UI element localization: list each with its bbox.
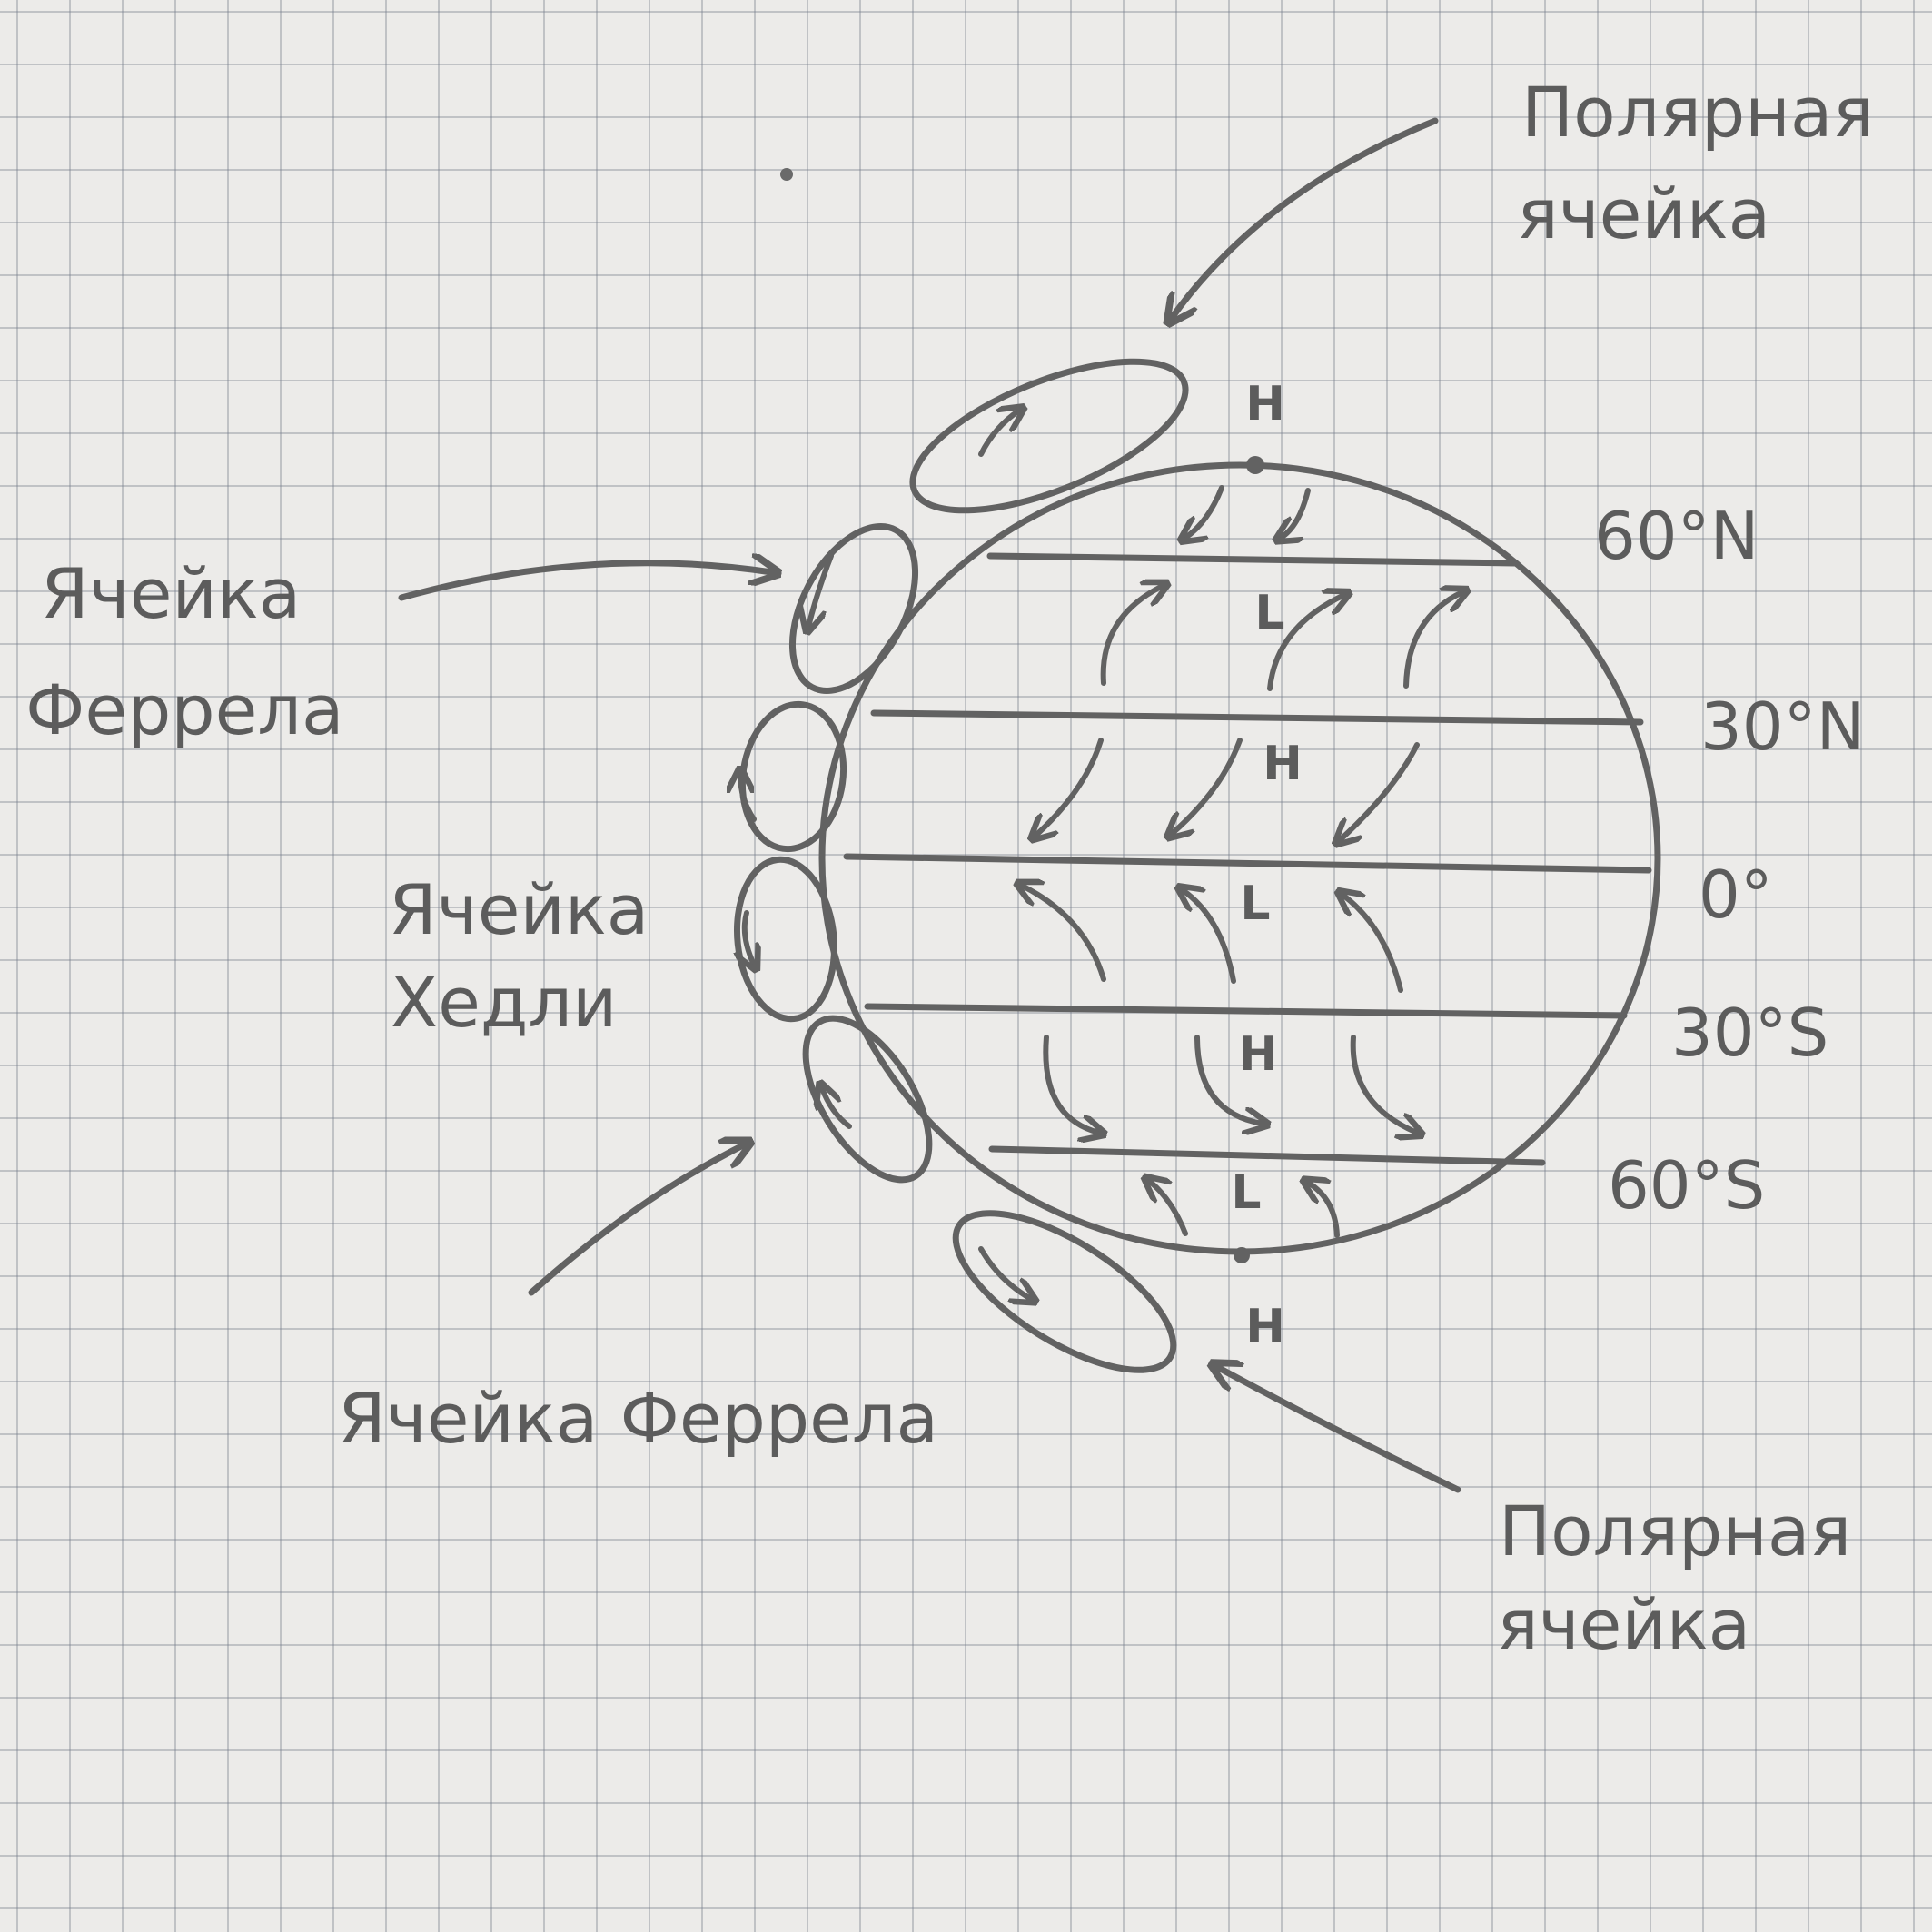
pointer-arrow-polar-south (1217, 1367, 1461, 1493)
latitude-line-30s (864, 1003, 1628, 1019)
pressure-sub-60n: L (1254, 586, 1284, 640)
label-polar-north-line1: Полярная (1521, 72, 1874, 153)
label-hadley-line1: Ячейка (389, 869, 649, 950)
wind-arrows (1022, 485, 1462, 1238)
wind-arrow (1342, 895, 1403, 993)
wind-arrow (1100, 586, 1163, 686)
wind-arrow (1149, 1181, 1188, 1236)
label-polar-north-line2: ячейка (1517, 173, 1770, 254)
latitude-line-30n (870, 709, 1644, 726)
pressure-equator: L (1240, 877, 1270, 931)
latitude-label-30s: 30°S (1671, 995, 1828, 1071)
label-hadley-line2: Хедли (391, 962, 617, 1043)
pointer-arrow-ferrel-south (528, 1144, 745, 1296)
wind-arrow (1183, 890, 1236, 984)
label-ferrel-north-line1: Ячейка (41, 553, 301, 634)
cell-labels: Полярная ячейка Ячейка Феррела Ячейка Хе… (25, 72, 1874, 1665)
pressure-marks: H L H L H L H (1231, 377, 1302, 1354)
pointer-arrows (398, 117, 1461, 1493)
polar-cell-south-arrow (978, 1246, 1031, 1299)
circulation-cells (729, 358, 1189, 1373)
ferrel-cell-south-arrow (822, 1088, 852, 1129)
label-polar-south-line1: Полярная (1499, 1491, 1851, 1571)
pressure-sub-30n: H (1263, 737, 1303, 791)
wind-arrow (1172, 738, 1243, 834)
latitude-label-60n: 60°N (1594, 498, 1759, 574)
wind-arrow (1267, 595, 1344, 691)
latitude-labels: 60°N 30°N 0° 30°S 60°S (1594, 498, 1865, 1224)
wind-arrow (1022, 886, 1106, 982)
latitude-label-60s: 60°S (1608, 1147, 1765, 1224)
wind-arrow (1043, 1035, 1099, 1133)
pressure-north-pole: H (1245, 377, 1285, 431)
latitude-lines (843, 552, 1652, 1166)
pointer-arrow-ferrel-north (398, 563, 772, 601)
pressure-sub-60s: L (1231, 1165, 1261, 1220)
wind-arrow (1308, 1183, 1340, 1238)
north-pole-dot (1246, 456, 1264, 474)
latitude-line-equator (843, 853, 1652, 874)
polar-cell-south (952, 1210, 1177, 1373)
polar-cell-north (909, 358, 1189, 514)
wind-arrow (1350, 1035, 1417, 1133)
wind-arrow (1185, 485, 1224, 538)
polar-cell-north-arrow (978, 411, 1019, 457)
latitude-label-30n: 30°N (1700, 689, 1865, 765)
pointer-arrow-polar-north (1172, 117, 1439, 318)
latitude-label-0: 0° (1699, 857, 1773, 933)
wind-arrow (1403, 592, 1462, 689)
south-pole-dot (1234, 1247, 1250, 1263)
wind-arrow (1281, 488, 1311, 538)
paper-dot (780, 168, 793, 181)
label-ferrel-south: Ячейка Феррела (338, 1378, 938, 1459)
ferrel-cell-north (788, 523, 919, 694)
hadley-cell-south-arrow (745, 910, 754, 965)
latitude-line-60n (986, 552, 1519, 567)
wind-arrow (1340, 742, 1420, 840)
label-polar-south-line2: ячейка (1497, 1584, 1750, 1665)
hadley-cell-north-arrow (740, 774, 757, 822)
latitude-line-60s (988, 1145, 1546, 1166)
ferrel-cell-north-arrow (808, 553, 834, 627)
wind-arrow (1194, 1035, 1263, 1124)
wind-arrow (1035, 738, 1104, 836)
pressure-sub-30s: H (1238, 1027, 1278, 1082)
label-ferrel-north-line2: Феррела (25, 669, 344, 750)
pressure-south-pole: H (1245, 1300, 1285, 1354)
ferrel-cell-south (802, 1015, 933, 1184)
hadley-cell-north (738, 700, 847, 853)
